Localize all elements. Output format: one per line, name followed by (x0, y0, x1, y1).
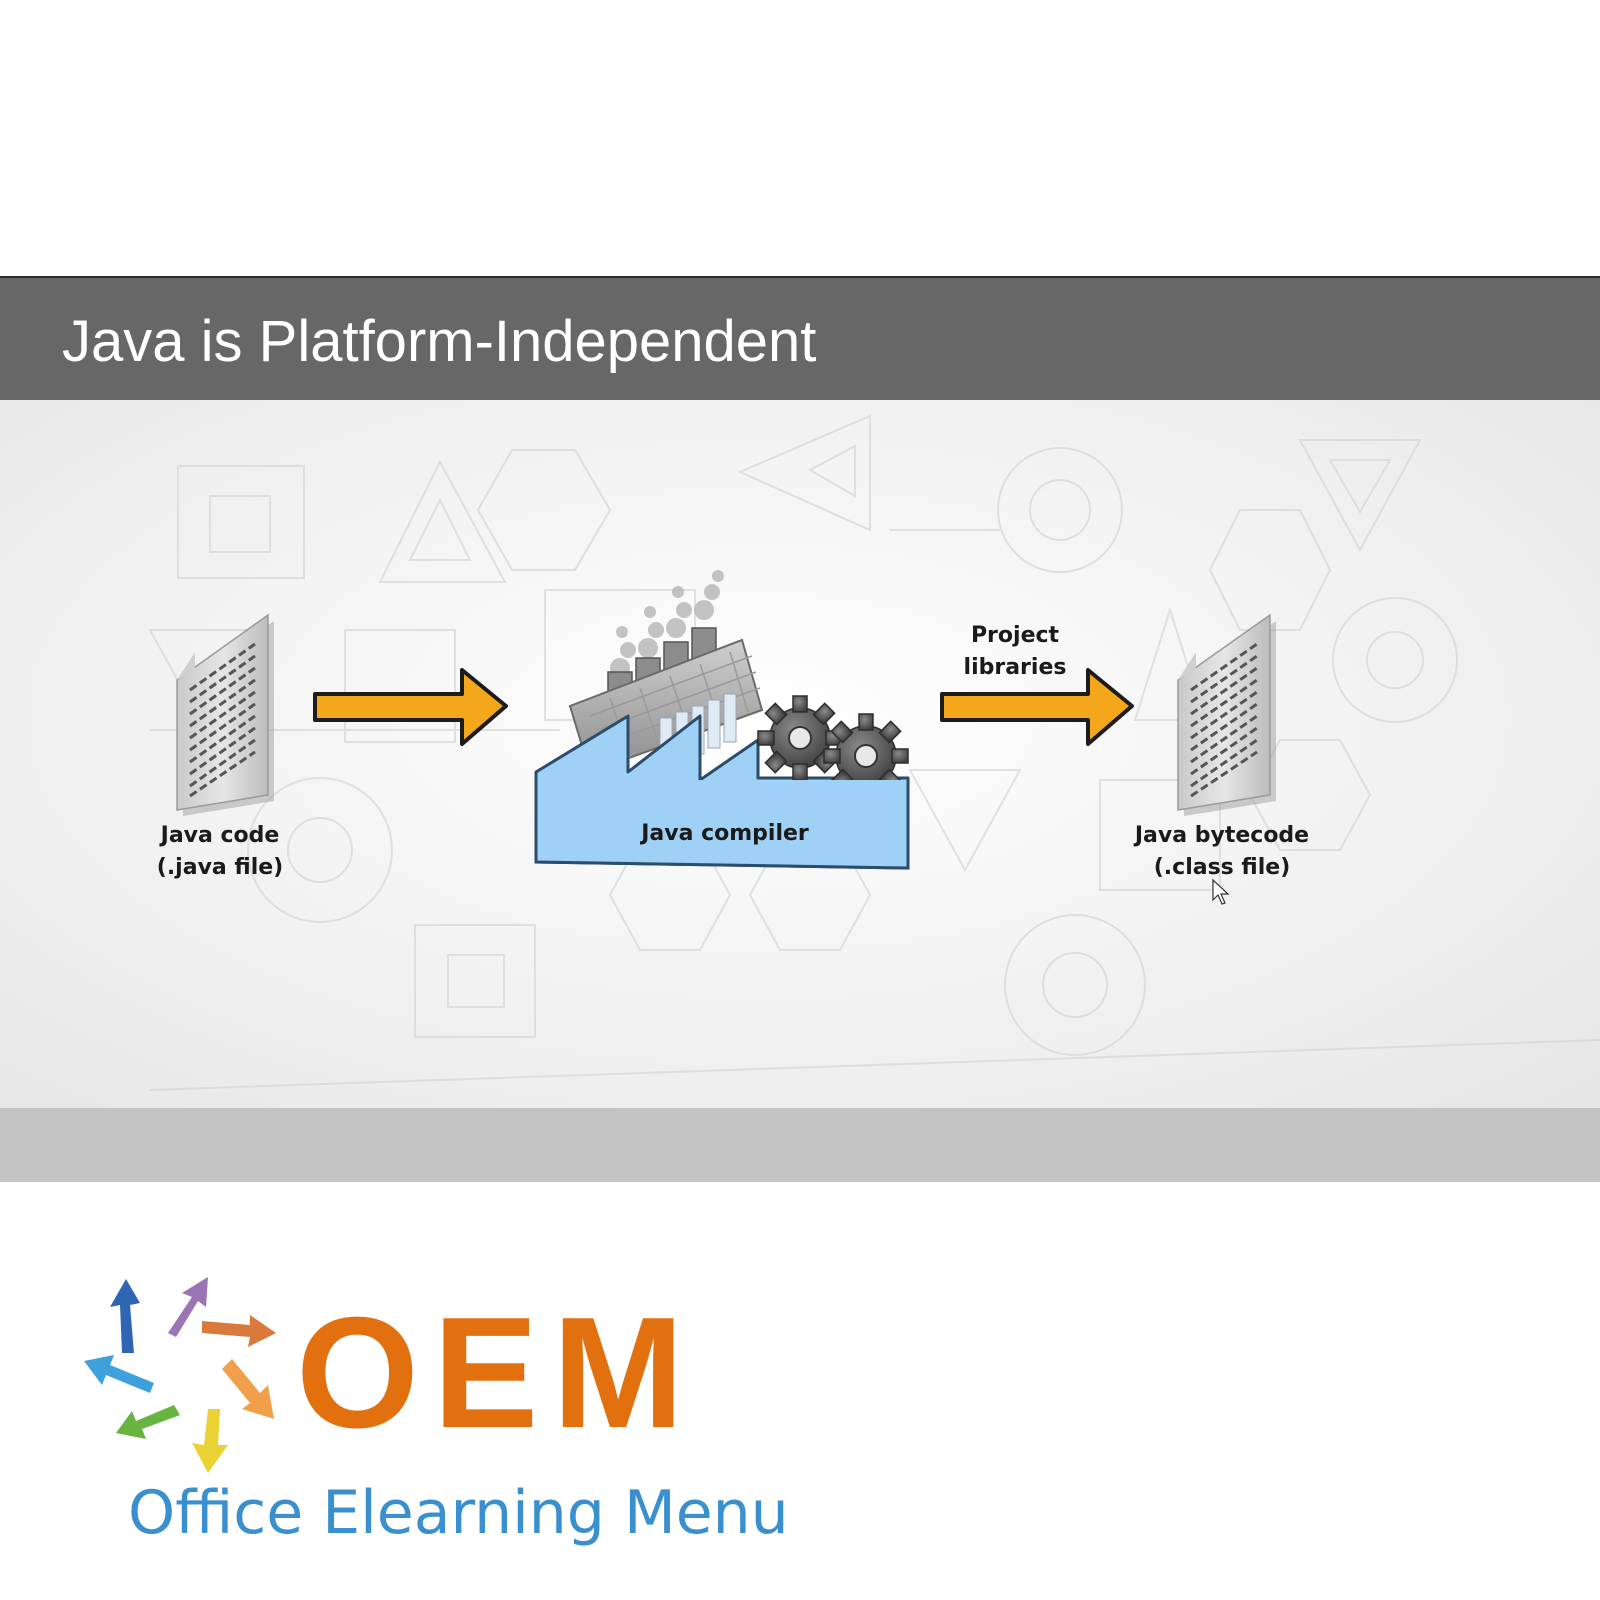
compile-diagram (176, 570, 1276, 905)
project-libraries-line1: Project (970, 623, 1060, 648)
java-code-line2: (.java file) (156, 855, 284, 880)
oem-wordmark: OEM (296, 1285, 698, 1461)
gear-icon (823, 713, 909, 799)
java-bytecode-line2: (.class file) (1153, 855, 1291, 880)
java-code-label: Java code (.java file) (150, 820, 290, 884)
oem-tagline: Office Elearning Menu (128, 1478, 789, 1548)
java-code-line1: Java code (160, 823, 280, 848)
arrow-right-icon (313, 668, 508, 746)
java-bytecode-line1: Java bytecode (1134, 823, 1310, 848)
class-file-icon (1177, 613, 1276, 816)
project-libraries-line2: libraries (963, 655, 1067, 680)
gear-icon (757, 695, 843, 781)
factory-icon (534, 570, 910, 870)
slide-border (0, 276, 1600, 278)
arrow-right-icon (940, 668, 1134, 746)
slide-footer-bar (0, 1108, 1600, 1182)
title-bar: Java is Platform-Independent (0, 278, 1600, 400)
java-file-icon (176, 613, 274, 816)
mouse-cursor-icon (1212, 878, 1230, 905)
slide-title: Java is Platform-Independent (62, 309, 817, 374)
java-compiler-label: Java compiler (641, 821, 809, 846)
java-bytecode-label: Java bytecode (.class file) (1132, 820, 1312, 884)
project-libraries-label: Project libraries (950, 620, 1080, 684)
slide-content: Java code (.java file) Java compiler Pro… (0, 400, 1600, 1108)
oem-logo-arrows-icon (84, 1277, 276, 1473)
